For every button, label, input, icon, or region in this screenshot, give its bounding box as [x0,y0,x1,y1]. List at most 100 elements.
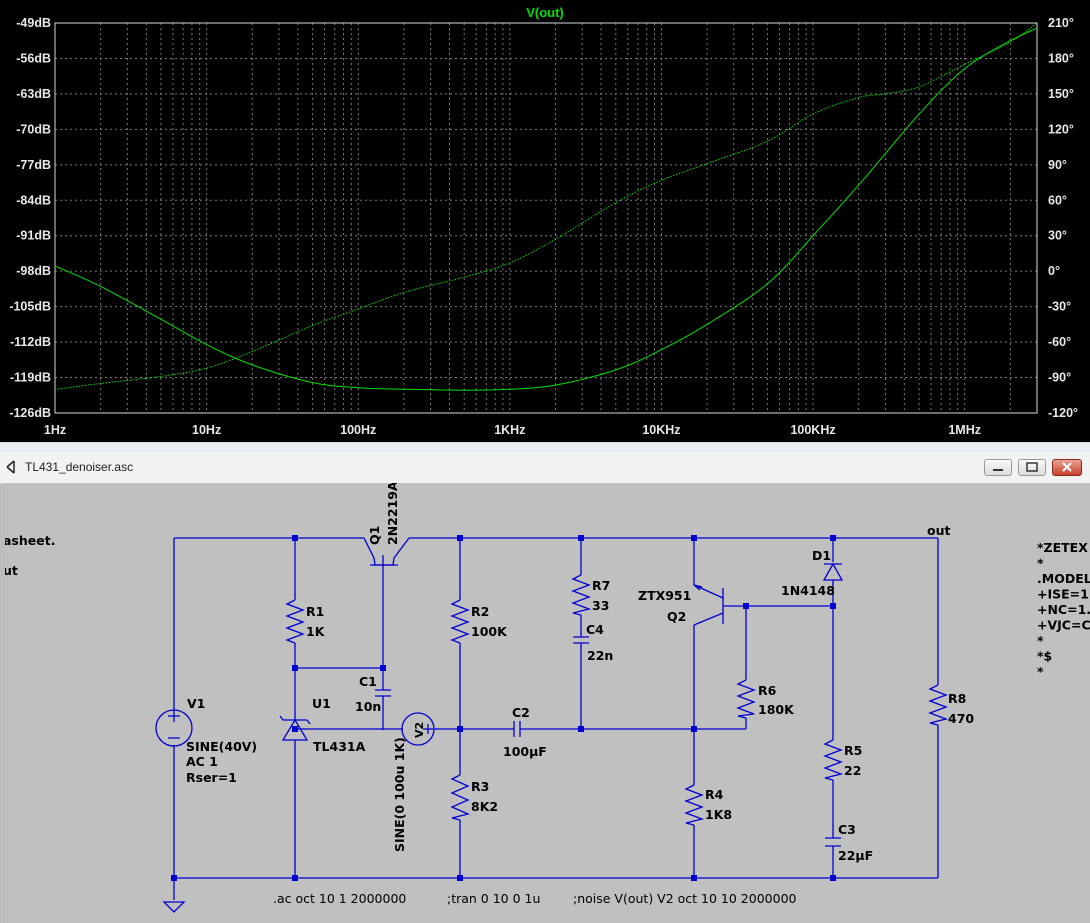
directive-noise[interactable]: ;noise V(out) V2 oct 10 10 2000000 [573,891,797,906]
close-icon [1062,462,1072,472]
q2-transistor[interactable] [693,584,724,626]
magnitude-trace [54,27,1038,391]
junction-dots [171,535,836,881]
left-axis-tick: -49dB [16,16,51,30]
plot-grid-major [54,22,1037,414]
right-axis-labels: 210°180°150°120°90°60°30°0°-30°-60°-90°-… [1048,16,1078,420]
spice-comment-line: +NC=1. [1037,602,1090,617]
x-axis-tick: 100Hz [340,423,376,437]
waveform-plot-pane[interactable]: V(out) -49dB-56dB-63dB-70dB-77dB-84dB-91… [0,0,1090,442]
c1-name: C1 [359,674,377,689]
plot-grid-minor [100,23,1038,413]
close-button[interactable] [1052,459,1082,476]
x-axis-tick: 10KHz [642,423,680,437]
d1-diode[interactable] [822,562,844,581]
r2-name: R2 [471,604,489,619]
r3-value: 8K2 [471,799,498,814]
phase-trace [54,22,1038,390]
minimize-button[interactable] [984,459,1012,476]
x-axis-tick: 100KHz [790,423,835,437]
spice-comment-line: *$ [1037,649,1052,664]
left-axis-tick: -56dB [16,51,51,65]
left-axis-tick: -126dB [9,406,51,420]
d1-name: D1 [812,548,831,563]
schematic-drawing[interactable]: Q1 2N2219A R1 1K C1 10n U1 TL431A V1 SIN… [5,483,1090,923]
q1-transistor[interactable] [363,537,410,566]
r8-value: 470 [948,711,974,726]
spice-model-comment[interactable]: *ZETEX*.MODEL+ISE=1+NC=1.+VJC=C**$* [1037,540,1090,679]
window-title: TL431_denoiser.asc [25,460,134,474]
restore-icon [1026,462,1038,472]
plot-frame [54,22,1038,414]
directive-ac[interactable]: .ac oct 10 1 2000000 [273,891,406,906]
x-axis-labels: 1Hz 10Hz 100Hz 1KHz 10KHz 100KHz 1MHz [44,423,981,437]
r1-resistor[interactable] [285,599,305,644]
x-axis-tick: 1Hz [44,423,66,437]
q2-model: ZTX951 [638,588,691,603]
x-axis-tick: 1KHz [494,423,525,437]
ground-symbol [162,901,186,913]
r3-resistor[interactable] [450,774,471,821]
u1-tl431[interactable] [279,713,311,741]
right-axis-tick: 210° [1048,16,1074,30]
c2-capacitor[interactable] [513,721,523,737]
v1-voltage-source[interactable] [155,709,193,747]
r1-value: 1K [306,624,326,639]
schematic-canvas[interactable]: Q1 2N2219A R1 1K C1 10n U1 TL431A V1 SIN… [5,483,1090,923]
c3-capacitor[interactable] [825,837,841,847]
r7-value: 33 [592,598,609,613]
v2-name: V2 [413,722,426,738]
r4-resistor[interactable] [684,784,705,826]
v1-line3: Rser=1 [186,770,237,785]
right-axis-tick: -60° [1048,335,1071,349]
left-axis-tick: -112dB [10,335,51,349]
u1-model: TL431A [313,739,366,754]
net-label-out[interactable]: out [927,523,950,538]
v2-voltage-source[interactable] [401,712,435,746]
spice-comment-line: *ZETEX [1037,540,1088,555]
c2-name: C2 [512,705,530,720]
left-axis-tick: -63dB [16,87,51,101]
left-axis-labels: -49dB-56dB-63dB-70dB-77dB-84dB-91dB-98dB… [9,16,51,420]
bode-plot[interactable]: V(out) -49dB-56dB-63dB-70dB-77dB-84dB-91… [0,0,1090,442]
trace-title[interactable]: V(out) [526,5,564,20]
r3-name: R3 [471,779,489,794]
left-comment-2: ut [5,563,18,578]
r5-resistor[interactable] [823,739,844,781]
r2-value: 100K [471,624,508,639]
v2-value: SINE(0 100u 1K) [392,737,407,852]
pane-separator[interactable] [0,442,1090,453]
c4-name: C4 [586,622,604,637]
r7-resistor[interactable] [571,574,592,616]
spice-comment-line: .MODEL [1037,571,1090,586]
c1-capacitor[interactable] [375,689,391,704]
window-titlebar[interactable]: TL431_denoiser.asc [0,452,1090,484]
r1-name: R1 [306,604,324,619]
r7-name: R7 [592,578,610,593]
schematic-window: TL431_denoiser.asc [0,452,1090,923]
r8-resistor[interactable] [928,684,949,726]
q2-name: Q2 [667,609,686,624]
v1-line2: AC 1 [186,754,218,769]
r2-resistor[interactable] [450,599,470,644]
left-axis-tick: -91dB [16,229,51,243]
c3-name: C3 [838,822,856,837]
spice-comment-line: * [1037,556,1044,571]
q1-name: Q1 [367,526,382,545]
c1-value: 10n [355,699,381,714]
x-axis-tick: 10Hz [192,423,221,437]
maximize-button[interactable] [1018,459,1046,476]
right-axis-tick: -120° [1048,406,1078,420]
c3-value: 22µF [838,848,873,863]
directive-tran[interactable]: ;tran 0 10 0 1u [447,891,540,906]
left-axis-tick: -84dB [16,193,51,207]
c4-capacitor[interactable] [573,636,589,646]
left-axis-tick: -98dB [16,264,51,278]
ltspice-schematic-icon [6,460,15,474]
right-axis-tick: 120° [1048,122,1074,136]
spice-comment-line: +ISE=1 [1037,587,1089,602]
left-axis-tick: -77dB [16,158,51,172]
r6-resistor[interactable] [736,679,756,719]
right-axis-tick: -30° [1048,300,1071,314]
x-axis-tick: 1MHz [948,423,981,437]
